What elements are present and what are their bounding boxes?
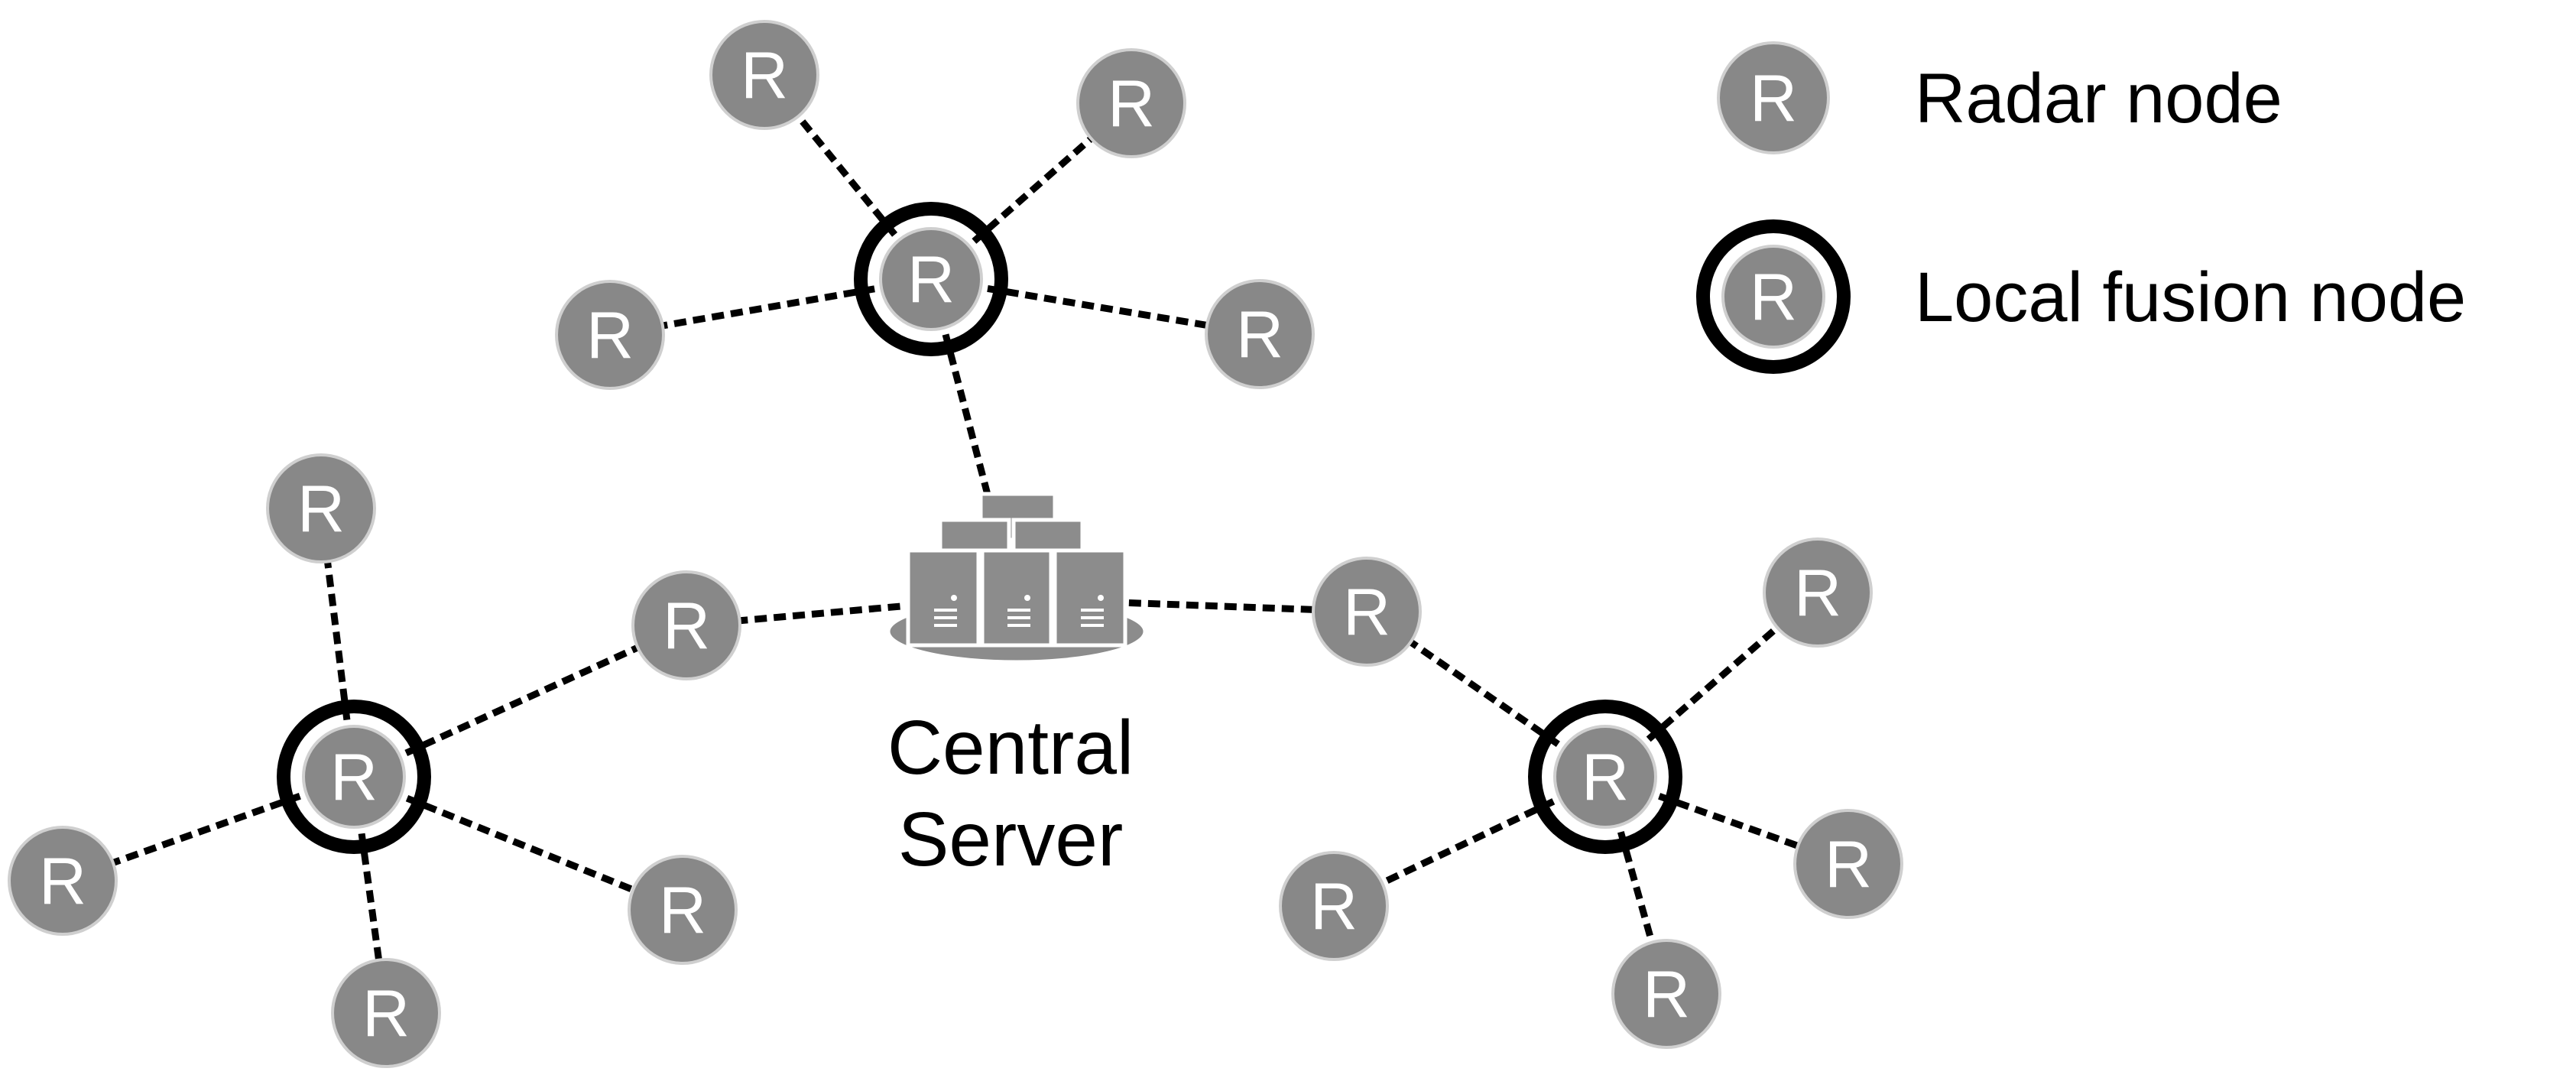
local-fusion-node: R	[277, 700, 431, 854]
legend-radar-letter: R	[1750, 62, 1797, 135]
radar-nodes: R R R R R R R R	[8, 20, 1903, 1068]
radar-node: R	[628, 855, 738, 965]
fusion-nodes: R R R	[277, 202, 1682, 854]
radar-node: R	[1763, 537, 1873, 648]
server-label-line1: Central	[887, 705, 1134, 791]
radar-node-letter: R	[39, 845, 86, 918]
legend-fusion-label: Local fusion node	[1915, 258, 2466, 336]
legend-radar-node: R	[1717, 41, 1830, 154]
local-fusion-node: R	[854, 202, 1008, 356]
legend-fusion-letter: R	[1750, 261, 1797, 334]
link-left-fusion-to-radar-4	[352, 773, 684, 914]
server-bezel-details	[934, 595, 1104, 627]
radar-node-letter: R	[362, 977, 410, 1050]
link-left-fusion-to-radar-2	[352, 622, 688, 781]
fusion-node-letter: R	[1582, 741, 1629, 814]
radar-node: R	[1793, 809, 1903, 919]
radar-node: R	[555, 280, 665, 390]
radar-node: R	[1205, 279, 1315, 389]
radar-node-letter: R	[1343, 576, 1390, 649]
radar-node-letter: R	[1236, 298, 1283, 372]
radar-node: R	[1611, 939, 1721, 1049]
radar-node-letter: R	[1825, 828, 1872, 901]
radar-node: R	[1279, 851, 1389, 961]
radar-node-letter: R	[1108, 67, 1155, 141]
radar-node: R	[1076, 48, 1186, 158]
server-cluster-icon	[886, 492, 1147, 664]
radar-node-letter: R	[663, 589, 710, 663]
radar-node: R	[331, 958, 441, 1068]
radar-node-letter: R	[1794, 557, 1841, 630]
fusion-node-letter: R	[330, 741, 378, 814]
radar-node-letter: R	[586, 299, 634, 372]
legend-fusion-node: R	[1696, 219, 1851, 374]
radar-node-letter: R	[659, 874, 706, 947]
radar-node: R	[631, 570, 741, 680]
radar-node: R	[8, 826, 118, 936]
radar-node-letter: R	[1310, 870, 1358, 943]
radar-node: R	[709, 20, 819, 130]
radar-node-letter: R	[297, 472, 345, 546]
legend: R Radar node R Local fusion node	[1696, 41, 2466, 374]
radar-node: R	[1312, 557, 1422, 667]
server-label-line2: Server	[898, 797, 1124, 882]
radar-node: R	[266, 453, 376, 563]
local-fusion-node: R	[1528, 700, 1682, 854]
legend-radar-label: Radar node	[1915, 60, 2282, 138]
radar-node-letter: R	[741, 39, 788, 112]
radar-node-letter: R	[1643, 958, 1690, 1031]
link-top-fusion-to-radar-4	[930, 275, 1260, 338]
fusion-node-letter: R	[907, 243, 955, 317]
